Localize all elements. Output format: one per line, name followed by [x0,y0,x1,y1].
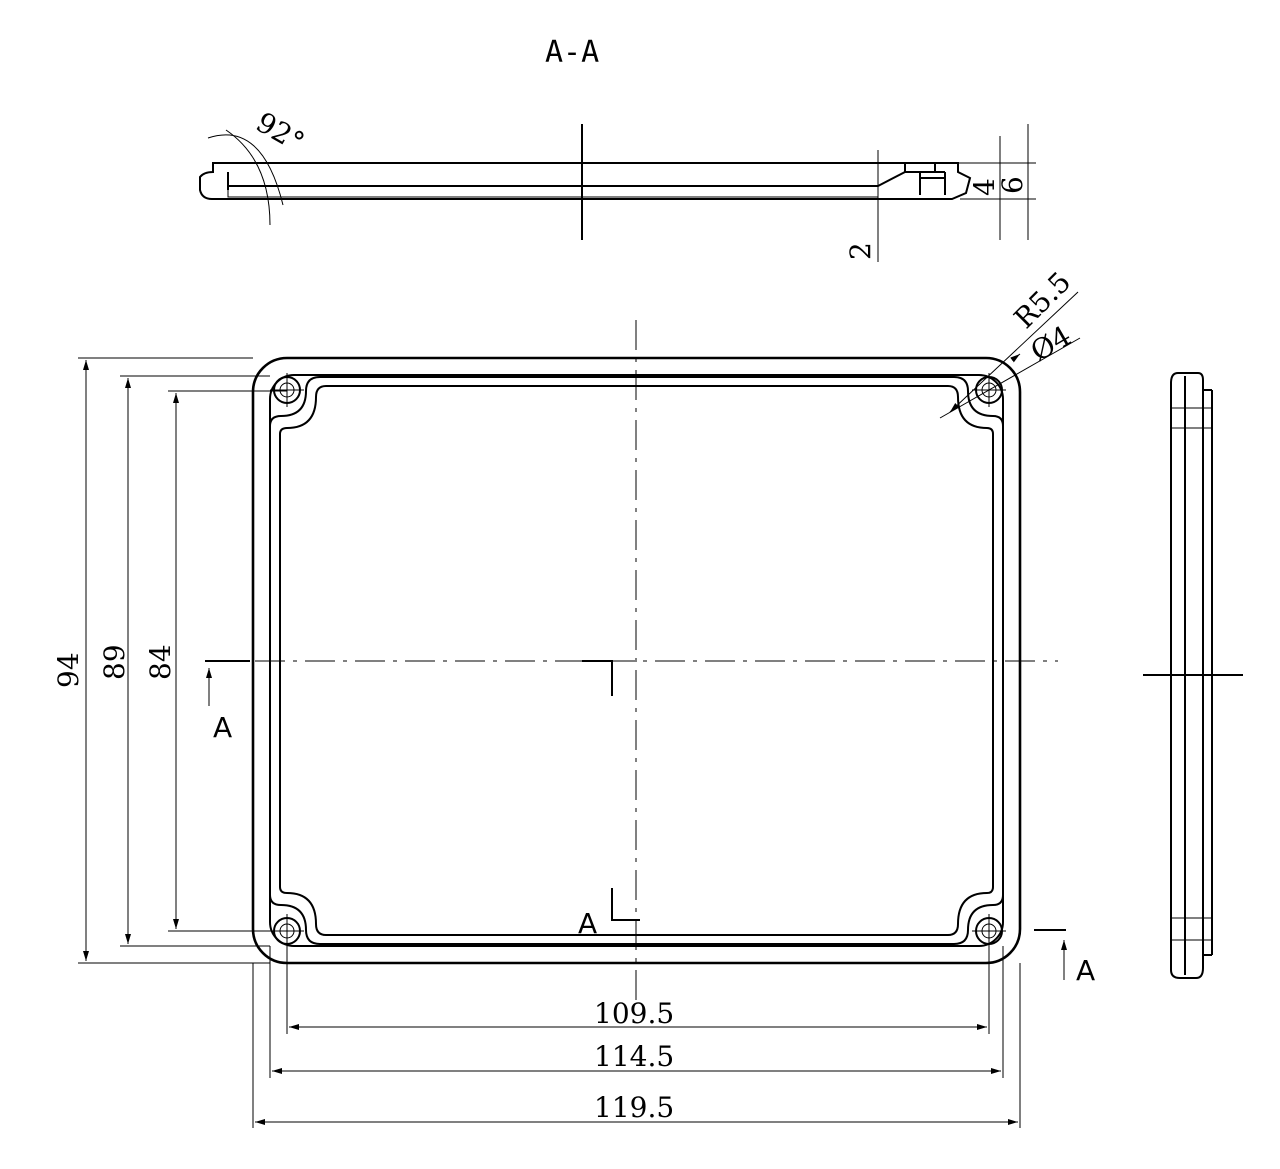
height-dim-94: 94 [52,652,85,688]
height-dim-84: 84 [144,644,177,680]
side-view [1143,372,1243,979]
cut-label-right: A [1076,954,1095,987]
cut-marker-right [1034,929,1067,980]
width-dim-119-5: 119.5 [594,1091,674,1124]
height-dimension-lines [78,357,287,964]
cut-marker-center [582,660,640,921]
corner-radius-dimension: R5.5 [1008,265,1078,335]
corner-hole-bottom-right [972,914,1006,948]
section-view [199,124,1036,262]
width-dimension-lines [252,944,1021,1128]
height-dim-89: 89 [98,644,131,680]
section-title: A-A [545,35,599,70]
plan-view [205,320,1058,1005]
cut-marker-left [205,660,250,706]
thickness-dimension: 2 [844,242,877,260]
gasket-groove-inner [279,385,994,936]
cut-label-center: A [578,907,597,940]
cut-label-left: A [213,711,232,744]
corner-hole-top-left [270,373,304,407]
gasket-groove-outer [269,376,1004,945]
step-height-dimension: 4 [968,178,1001,196]
width-dim-114-5: 114.5 [594,1040,674,1073]
total-height-dimension: 6 [996,176,1029,194]
width-dim-109-5: 109.5 [594,997,674,1030]
